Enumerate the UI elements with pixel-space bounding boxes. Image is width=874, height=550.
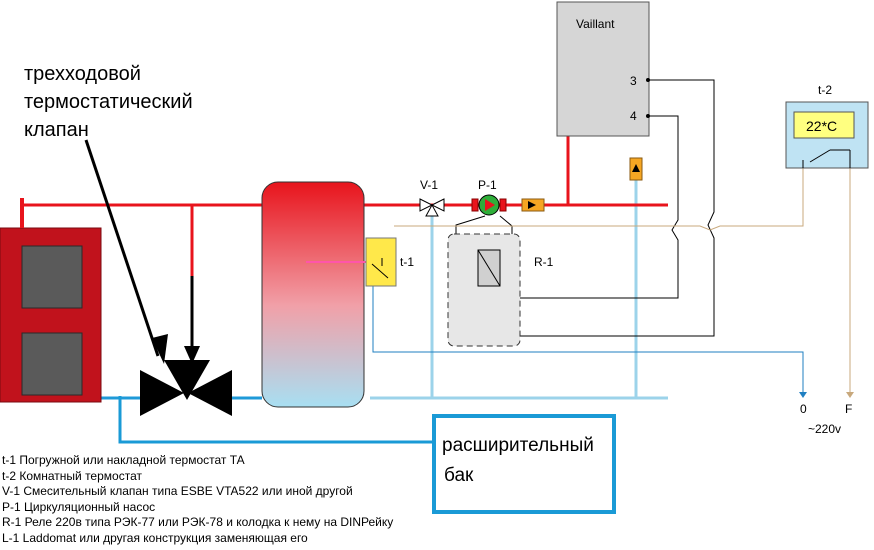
annotation-line2: термостатический	[24, 91, 193, 113]
legend-item-p1: P-1 Циркуляционный насос	[2, 499, 156, 514]
pump-p1: P-1	[471, 178, 507, 216]
legend-item-v1: V-1 Смесительный клапан типа ESBE VTA522…	[2, 484, 353, 499]
three-way-valve	[140, 360, 232, 416]
expansion-tank	[432, 414, 616, 514]
phase-wires	[373, 168, 851, 396]
relay-r1: R-1	[447, 233, 554, 347]
expansion-tank-line2: бак	[444, 465, 474, 486]
p1-label: P-1	[478, 178, 497, 192]
expansion-tank-line1: расширительный	[442, 435, 594, 456]
buffer-tank	[261, 181, 365, 408]
phase-label: F	[845, 402, 852, 416]
t2-room-thermostat: t-2 22*C	[785, 83, 869, 169]
mixing-valve-v1: V-1	[419, 178, 445, 217]
legend: t-1 Погружной или накладной термостат ТА…	[2, 453, 393, 547]
r1-label: R-1	[534, 255, 554, 269]
solid-fuel-boiler	[0, 198, 102, 403]
neutral-label: 0	[800, 402, 807, 416]
phase-arrow	[846, 392, 854, 398]
t2-display: 22*C	[806, 118, 837, 134]
annotation-line3: клапан	[24, 119, 89, 141]
terminal-3-label: 3	[630, 74, 637, 88]
legend-item-l1: L-1 Laddomat или другая конструкция заме…	[2, 530, 308, 545]
legend-item-t1: t-1 Погружной или накладной термостат ТА	[2, 453, 245, 467]
v1-label: V-1	[420, 178, 438, 192]
legend-item-r1: R-1 Реле 220в типа РЭК-77 или РЭК-78 и к…	[2, 515, 394, 530]
vaillant-boiler: Vaillant 3 4	[556, 1, 650, 137]
annotation-line1: трехходовой	[24, 63, 141, 85]
check-valve-horizontal	[521, 198, 545, 212]
neutral-wires	[372, 239, 804, 396]
terminal-4-label: 4	[630, 109, 637, 123]
expansion-pipe	[118, 396, 434, 444]
t1-label: t-1	[400, 255, 414, 269]
legend-item-t2: t-2 Комнатный термостат	[2, 468, 142, 483]
neutral-arrow	[799, 392, 807, 398]
vaillant-brand: Vaillant	[576, 17, 615, 31]
t1-thermostat: t-1	[365, 237, 414, 287]
check-valve-vertical	[629, 157, 643, 181]
cold-return-pipes	[370, 180, 668, 400]
voltage-label: ~220v	[808, 422, 841, 436]
annotation-arrows	[84, 139, 200, 364]
t2-label: t-2	[818, 83, 832, 97]
